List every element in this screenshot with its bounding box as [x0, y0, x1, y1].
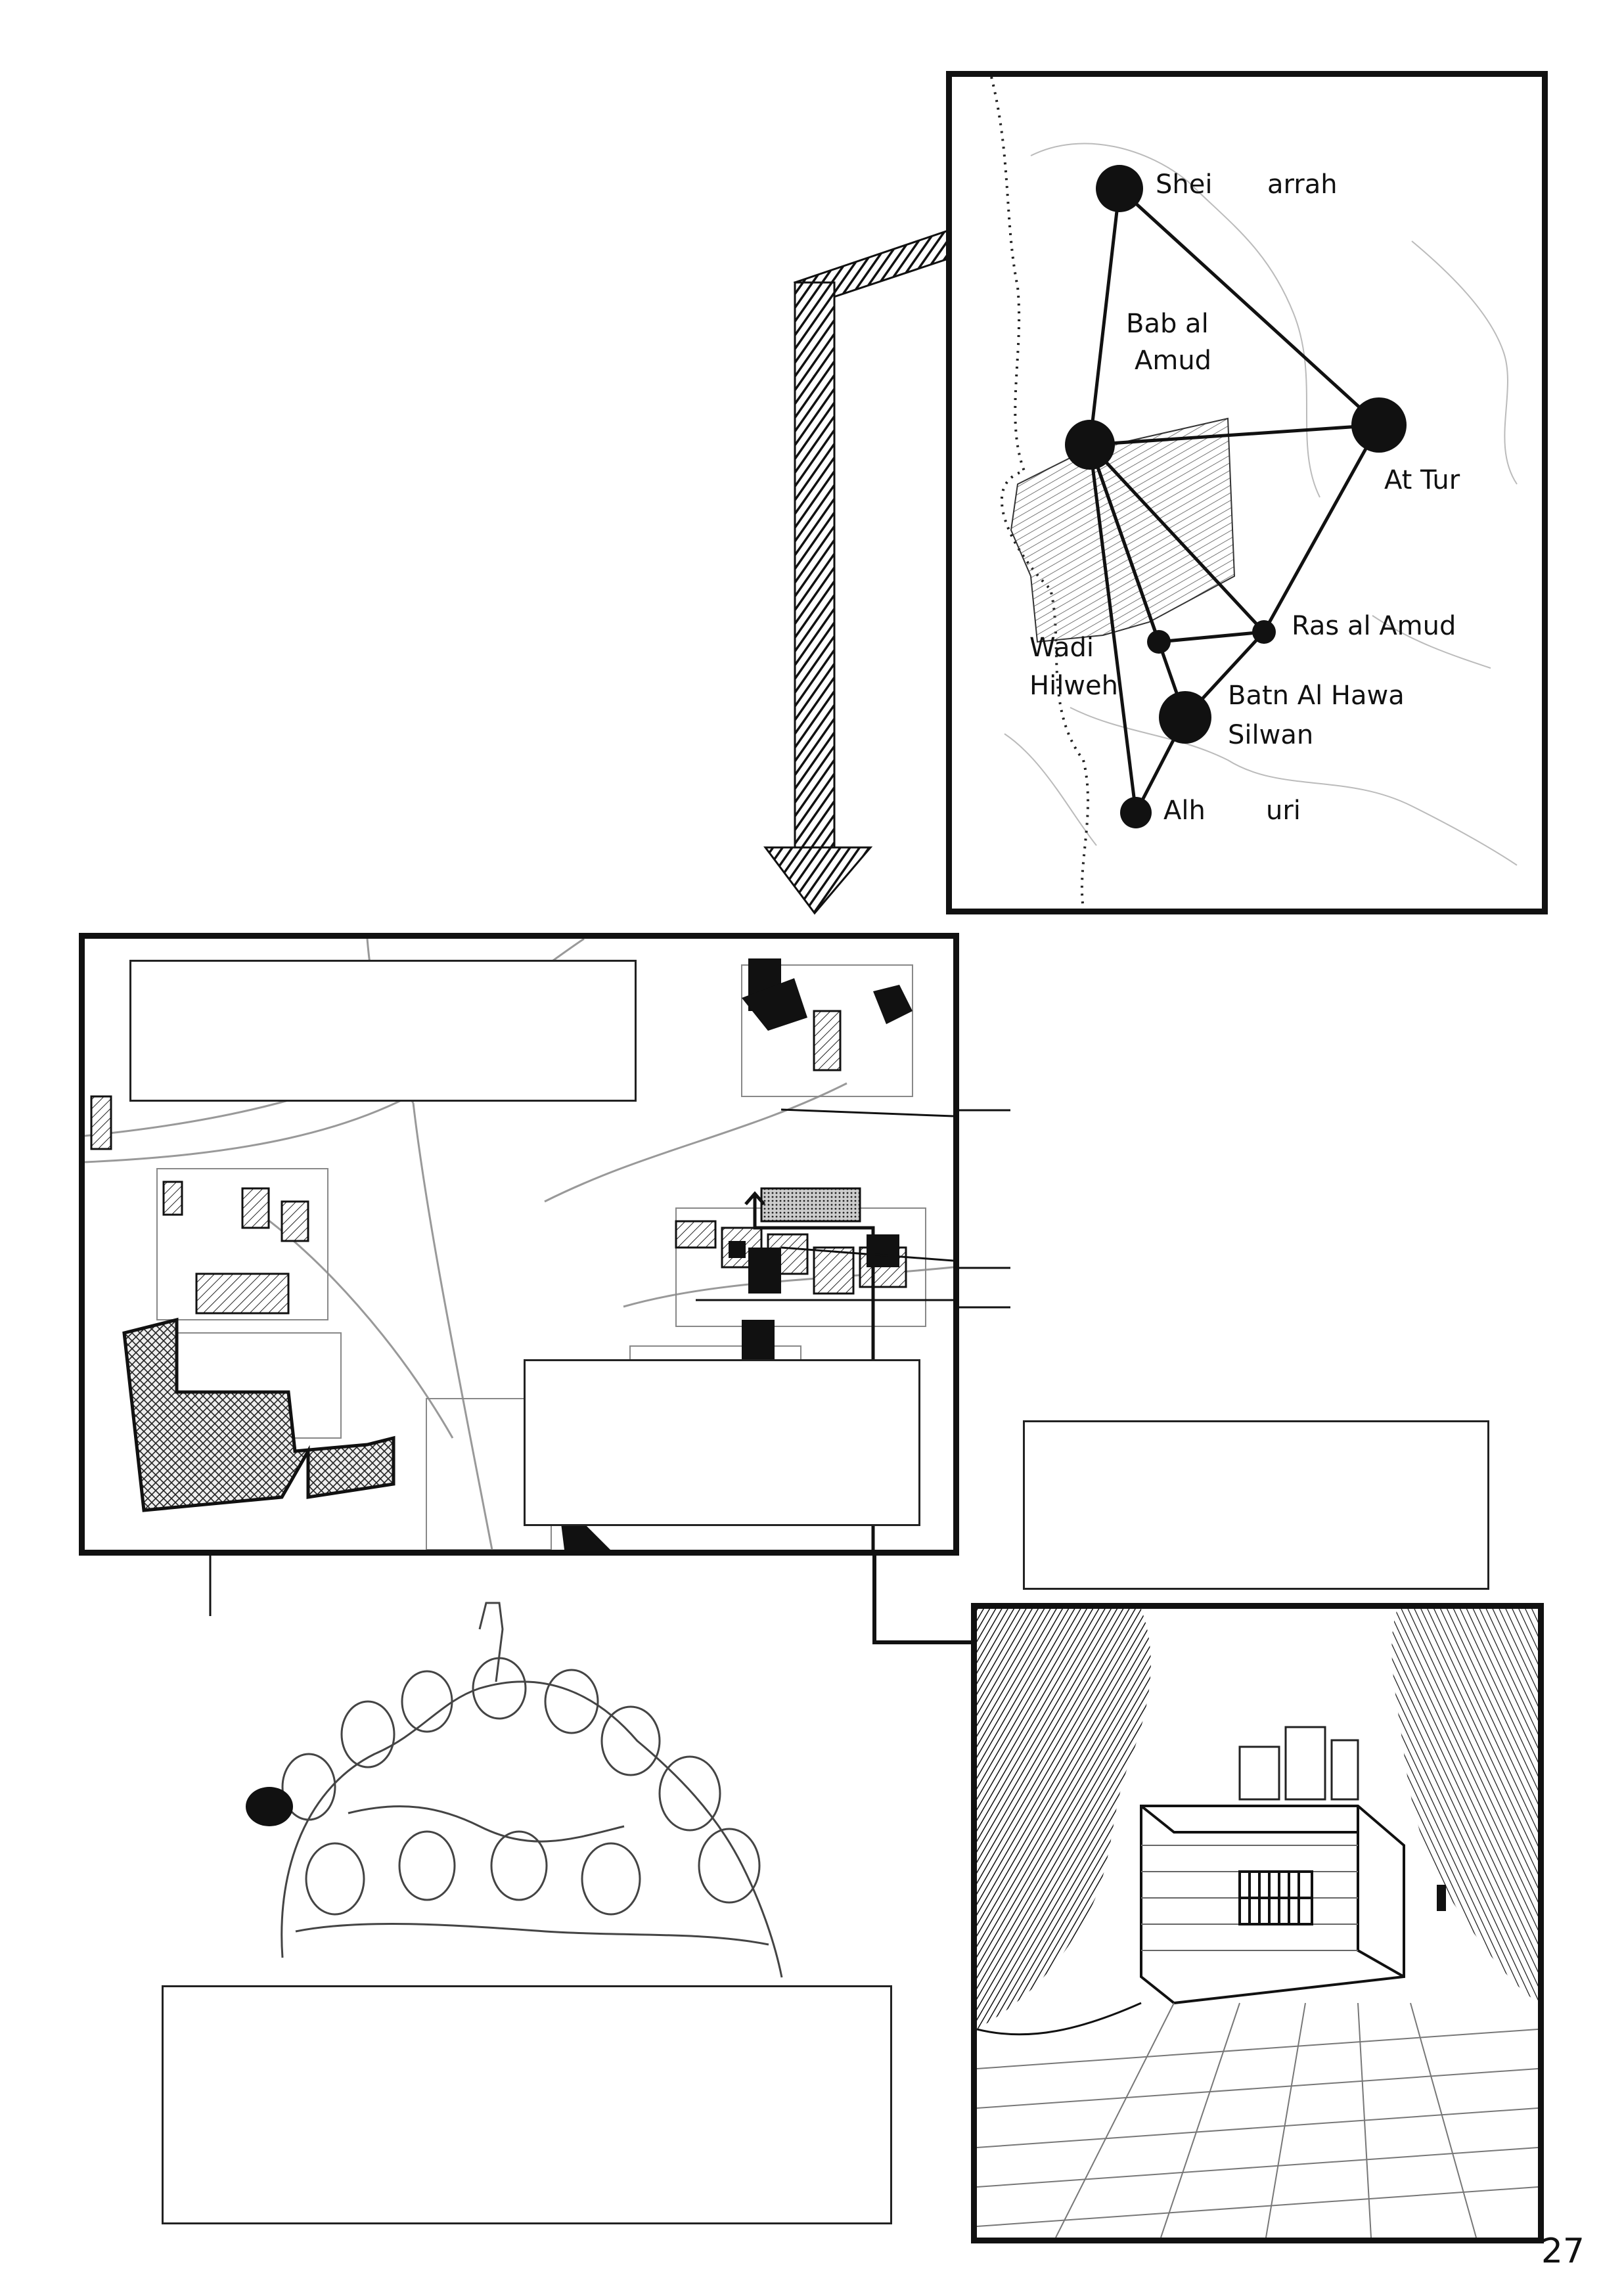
node-bab-al-amud [1065, 420, 1115, 470]
right-caption-box [1023, 1420, 1489, 1590]
node-wadi-hilweh [1147, 630, 1171, 654]
plan-caption-box-top [129, 960, 637, 1102]
node-batn-al-hawa [1159, 691, 1211, 744]
label-wadi-hilweh-2: Hilweh [1029, 671, 1118, 701]
label-at-tur: At Tur [1384, 465, 1460, 495]
connector-line-icon [870, 1550, 989, 1655]
bottom-caption-box [162, 1985, 892, 2224]
label-al-thuri-a: Alh [1163, 796, 1206, 826]
node-at-tur [1351, 397, 1407, 453]
page-number: 27 [1541, 2232, 1585, 2271]
node-ras-al-amud [1252, 620, 1276, 644]
map-panel: Shei arrah Bab al Amud At Tur Ras al Amu… [946, 71, 1548, 914]
network-lines [1088, 187, 1381, 814]
label-batn-al-hawa-1: Batn Al Hawa [1228, 681, 1405, 711]
street-drawing [977, 1609, 1538, 2238]
node-sheikh-jarrah [1096, 165, 1143, 212]
plan-leader-extensions [959, 1104, 1012, 1320]
street-drawing-panel [971, 1603, 1544, 2243]
site-plan-panel [79, 933, 959, 1556]
label-sheikh-jarrah-a: Shei [1156, 169, 1213, 200]
neighbourhood-network-map [990, 77, 1518, 909]
crowd-sketch [204, 1590, 808, 1984]
label-bab-al-amud-2: Amud [1135, 346, 1212, 376]
node-al-thuri [1120, 797, 1152, 828]
label-batn-al-hawa-2: Silwan [1228, 720, 1314, 750]
label-ras-al-amud: Ras al Amud [1292, 611, 1456, 641]
plan-caption-box-middle [524, 1359, 920, 1526]
barred-window [1238, 1870, 1313, 1925]
label-al-thuri-b: uri [1266, 796, 1301, 826]
label-sheikh-jarrah-b: arrah [1267, 169, 1338, 200]
label-wadi-hilweh-1: Wadi [1029, 633, 1094, 663]
label-bab-al-amud-1: Bab al [1126, 309, 1209, 339]
plan-bottom-leader [208, 1550, 212, 1616]
